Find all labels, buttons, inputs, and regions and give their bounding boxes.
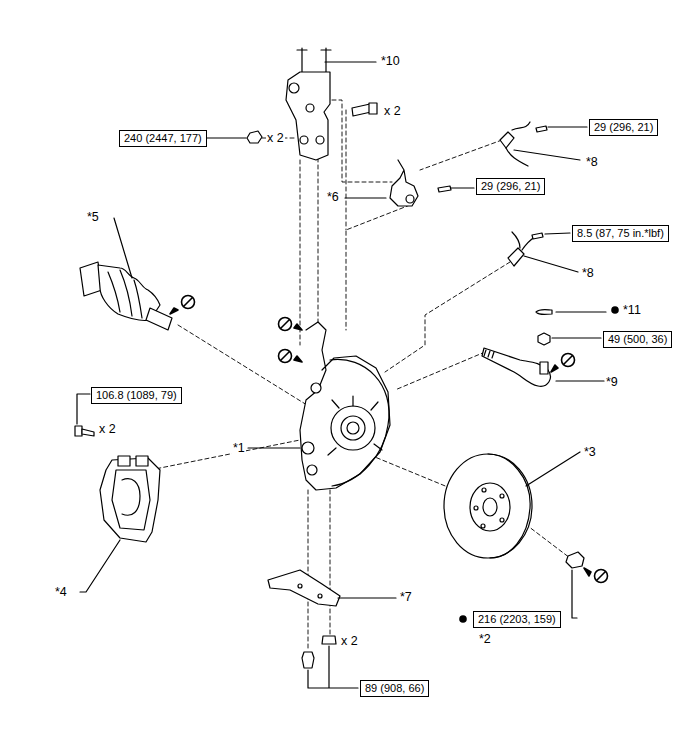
- torque-value: 49 (500, 36): [608, 333, 667, 345]
- torque-box: 29 (296, 21): [476, 178, 545, 195]
- quantity-label: x 2: [98, 422, 117, 436]
- torque-value: 8.5 (87, 75 in.*lbf): [577, 227, 664, 239]
- torque-value: 240 (2447, 177): [124, 132, 202, 144]
- callout-number: *6: [326, 190, 340, 204]
- torque-box: 106.8 (1089, 79): [91, 387, 182, 404]
- callout-number: *9: [605, 375, 619, 389]
- callout-number: *7: [399, 590, 413, 604]
- torque-value: 29 (296, 21): [594, 121, 653, 133]
- callout-number: *3: [583, 445, 597, 459]
- callout-number: *10: [380, 54, 401, 68]
- torque-box: 49 (500, 36): [603, 331, 672, 348]
- torque-box: 8.5 (87, 75 in.*lbf): [572, 225, 669, 242]
- torque-box: 89 (908, 66): [360, 680, 429, 697]
- callout-number: *1: [232, 441, 246, 455]
- torque-value: 89 (908, 66): [365, 682, 424, 694]
- torque-box: 216 (2203, 159): [473, 611, 561, 628]
- quantity-label: x 2: [266, 131, 285, 145]
- callout-number: *4: [54, 585, 68, 599]
- quantity-label: x 2: [340, 634, 359, 648]
- torque-box: 29 (296, 21): [589, 119, 658, 136]
- callout-number: *11: [622, 303, 642, 317]
- torque-value: 216 (2203, 159): [478, 613, 556, 625]
- callout-number: *8: [585, 155, 599, 169]
- quantity-label: x 2: [383, 104, 402, 118]
- callout-number: *8: [581, 266, 595, 280]
- torque-value: 29 (296, 21): [481, 180, 540, 192]
- callout-number: *5: [86, 210, 100, 224]
- callout-number: *2: [478, 632, 492, 646]
- torque-value: 106.8 (1089, 79): [96, 389, 177, 401]
- torque-box: 240 (2447, 177): [119, 130, 207, 147]
